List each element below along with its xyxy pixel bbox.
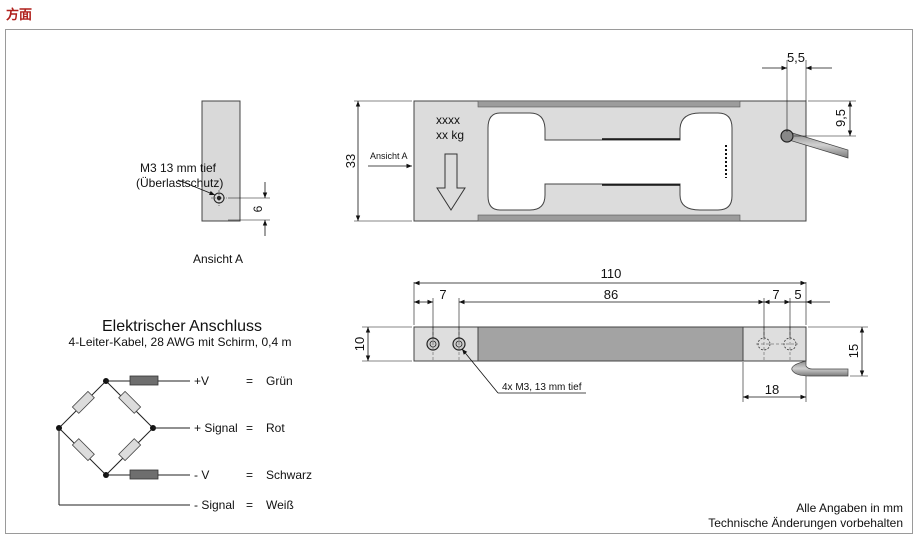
dim-15: 15	[846, 344, 861, 358]
wiring-subtitle: 4-Leiter-Kabel, 28 AWG mit Schirm, 0,4 m	[69, 335, 292, 349]
callout-m3-text: M3 13 mm tief	[140, 161, 217, 175]
wiring-row-minus-signal: - Signal = Weiß	[194, 498, 294, 512]
wiring-row-minus-v: - V = Schwarz	[194, 468, 312, 482]
dim-7-right: 7	[772, 287, 779, 302]
cable-side-view	[791, 360, 849, 377]
top-view: xxxx xx kg 33 Ansicht A 5,5 9,5	[343, 50, 856, 222]
dim-7-left: 7	[439, 287, 446, 302]
side-view: 110 7 86 7 5 10 15 18 4x M3, 13 mm tief	[352, 266, 868, 402]
wiring-title: Elektrischer Anschluss	[102, 318, 262, 335]
page-header-title: 方面	[6, 8, 33, 23]
svg-text:Grün: Grün	[266, 374, 293, 388]
svg-text:=: =	[246, 468, 253, 482]
side-right-mount-block	[742, 326, 807, 362]
bending-beam-cutout	[487, 112, 733, 211]
wiring-row-plus-v: +V = Grün	[194, 374, 293, 388]
dim-18: 18	[765, 382, 779, 397]
dim-33: 33	[343, 154, 358, 168]
dim-9-5: 9,5	[833, 109, 848, 127]
mark-xxxx: xxxx	[436, 113, 460, 127]
svg-text:+ Signal: + Signal	[194, 421, 238, 435]
dim-86: 86	[604, 287, 618, 302]
ansicht-a-arrow-label: Ansicht A	[370, 151, 408, 161]
svg-text:=: =	[246, 498, 253, 512]
dim-5-5: 5,5	[787, 50, 805, 65]
svg-text:Schwarz: Schwarz	[266, 468, 312, 482]
footer-units-note: Alle Angaben in mm	[796, 501, 903, 515]
end-view-body	[201, 100, 241, 222]
mounting-holes-left	[426, 327, 466, 361]
dim-10: 10	[352, 337, 367, 351]
load-direction-arrow-icon	[436, 153, 466, 211]
wiring-row-plus-signal: + Signal = Rot	[194, 421, 285, 435]
callout-overload-text: (Überlastschutz)	[136, 176, 223, 190]
svg-text:Rot: Rot	[266, 421, 285, 435]
svg-text:- V: - V	[194, 468, 209, 482]
svg-text:- Signal: - Signal	[194, 498, 235, 512]
drawing-frame	[5, 29, 913, 534]
wheatstone-bridge	[56, 375, 190, 506]
svg-text:=: =	[246, 421, 253, 435]
side-beam-section	[477, 326, 744, 362]
side-left-mount-block	[413, 326, 479, 362]
dim-6: 6	[251, 205, 265, 212]
mark-xx-kg: xx kg	[436, 128, 464, 142]
svg-text:Weiß: Weiß	[266, 498, 294, 512]
dim-110: 110	[601, 266, 622, 281]
overload-screw-hole	[211, 190, 227, 206]
wiring-section: Elektrischer Anschluss 4-Leiter-Kabel, 2…	[56, 318, 312, 512]
svg-text:=: =	[246, 374, 253, 388]
dim-5: 5	[794, 287, 801, 302]
thread-note: 4x M3, 13 mm tief	[502, 382, 582, 393]
footer-changes-note: Technische Änderungen vorbehalten	[708, 516, 903, 530]
view-a: M3 13 mm tief (Überlastschutz) 6 Ansicht…	[136, 100, 270, 266]
mounting-holes-right	[756, 327, 798, 361]
view-a-label: Ansicht A	[193, 252, 243, 266]
svg-text:+V: +V	[194, 374, 209, 388]
